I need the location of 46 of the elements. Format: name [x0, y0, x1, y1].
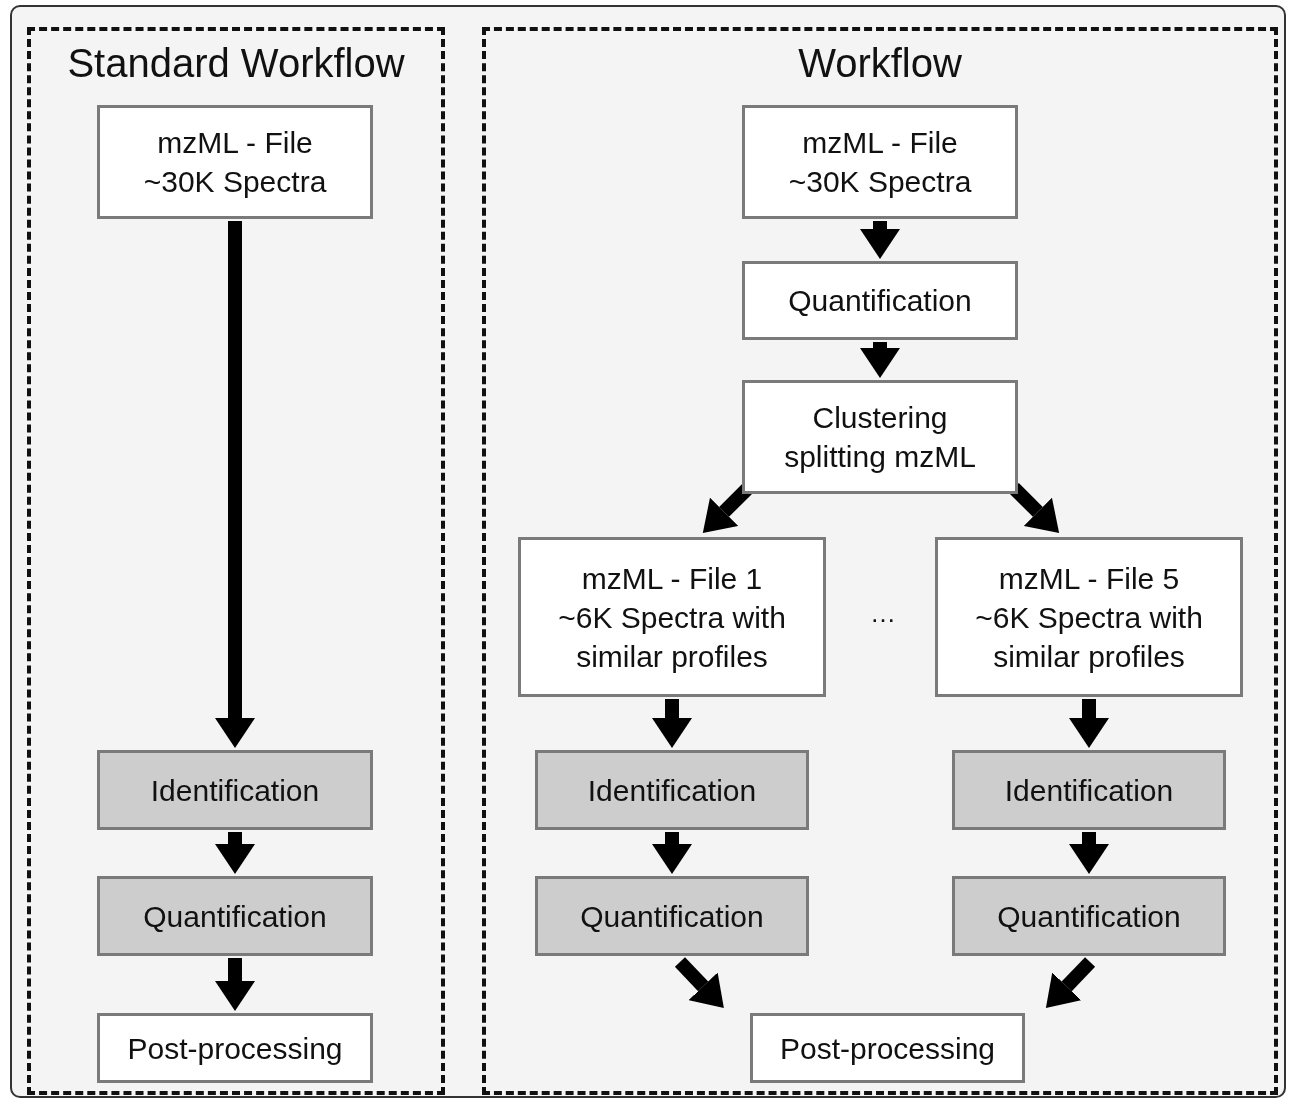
process-box [535, 876, 809, 956]
box-label: Quantification [997, 898, 1181, 935]
box-label: mzML - File ~30K Spectra [142, 125, 328, 200]
box-label: mzML - File ~30K Spectra [787, 125, 973, 200]
arrow [652, 832, 692, 874]
process-box [97, 750, 373, 830]
box-label: mzML - File 5 ~6K Spectra with similar profiles [974, 560, 1204, 675]
box-label: Quantification [788, 283, 972, 319]
process-box [742, 261, 1018, 340]
arrow [215, 958, 255, 1011]
process-box [750, 1013, 1025, 1083]
process-box [742, 380, 1018, 494]
arrow [215, 221, 255, 748]
process-box [742, 105, 1018, 219]
arrow [702, 483, 753, 533]
panel-title: Workflow [797, 41, 963, 86]
process-box [97, 105, 373, 219]
box-label: mzML - File 1 ~6K Spectra with similar profiles [557, 560, 787, 675]
arrow [674, 957, 724, 1008]
process-box [935, 537, 1243, 697]
arrow [1045, 957, 1096, 1008]
arrow [1069, 832, 1109, 874]
box-label: Identification [587, 772, 757, 809]
arrow [860, 342, 900, 378]
box-label: Identification [150, 772, 320, 809]
process-box [952, 750, 1226, 830]
arrow [1008, 483, 1060, 533]
process-box [97, 1013, 373, 1083]
box-label: Clustering splitting mzML [783, 400, 977, 475]
process-box [535, 750, 809, 830]
arrow [1069, 699, 1109, 748]
panel-title: Standard Workflow [66, 41, 406, 86]
box-label: Quantification [143, 898, 327, 935]
box-label: Quantification [580, 898, 764, 935]
workflow-panel [27, 27, 445, 1095]
process-box [97, 876, 373, 956]
arrow [652, 699, 692, 748]
box-label: Post-processing [779, 1030, 996, 1067]
workflow-panel [482, 27, 1278, 1095]
box-label: Post-processing [127, 1030, 343, 1067]
arrow [860, 221, 900, 259]
ellipsis-label: … [870, 598, 896, 629]
box-label: Identification [1004, 772, 1174, 809]
arrow [215, 832, 255, 874]
process-box [952, 876, 1226, 956]
process-box [518, 537, 826, 697]
